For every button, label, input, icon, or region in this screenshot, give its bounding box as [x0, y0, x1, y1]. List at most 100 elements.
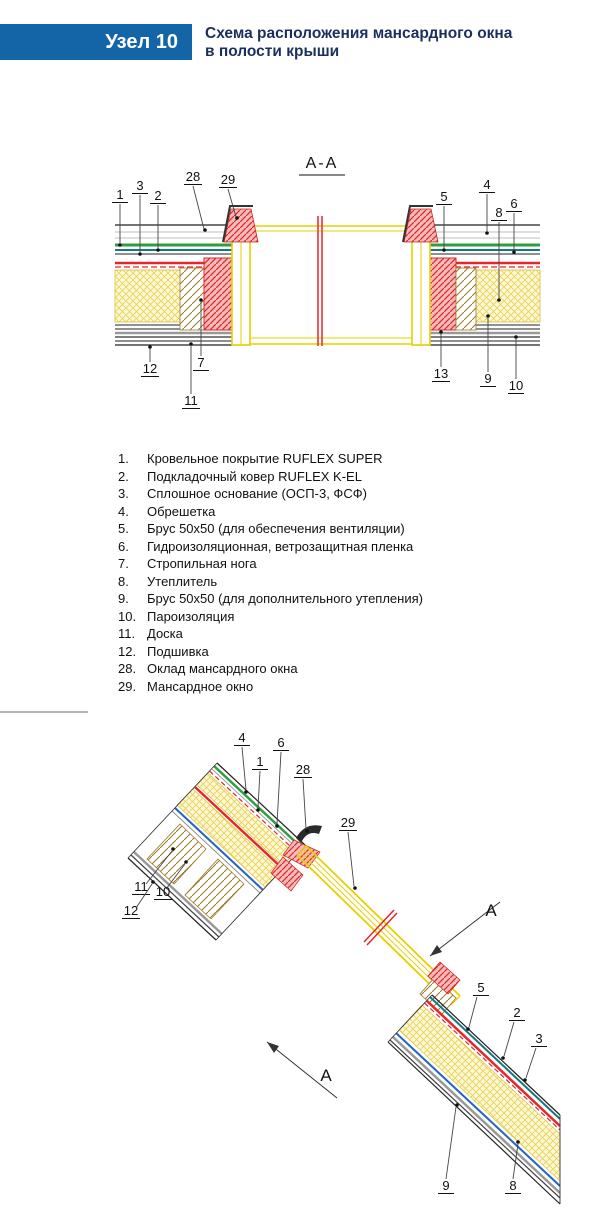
legend-item: 7. Стропильная нога: [118, 555, 488, 573]
legend-item: 2. Подкладочный ковер RUFLEX K-EL: [118, 468, 488, 486]
svg-text:28: 28: [186, 169, 200, 184]
callout-3: 3: [132, 178, 148, 256]
section-letter-top: А: [485, 901, 497, 920]
legend-item-text: Пароизоляция: [147, 608, 235, 624]
section-plane-ticks: [363, 909, 398, 946]
legend-item: 6. Гидроизоляционная, ветрозащитная плен…: [118, 538, 488, 556]
legend-item-text: Подшивка: [147, 643, 209, 659]
legend-item-num: 1.: [118, 451, 129, 466]
legend-item-num: 7.: [118, 556, 129, 571]
svg-text:9: 9: [442, 1178, 449, 1193]
callout-11: 11: [182, 342, 200, 409]
legend-item-text: Мансардное окно: [147, 678, 254, 694]
node-badge: Узел 10: [0, 24, 192, 60]
legend-item: 10. Пароизоляция: [118, 608, 488, 626]
legend-item-text: Доска: [147, 626, 183, 641]
callout-11: 11: [132, 847, 175, 895]
legend: 1. Кровельное покрытие RUFLEX SUPER 2. П…: [118, 450, 488, 695]
callout-7: 7: [193, 298, 209, 371]
legend-item-text: Обрешетка: [147, 503, 216, 519]
svg-text:4: 4: [238, 730, 245, 745]
callout-8: 8: [505, 1140, 521, 1194]
page-title-line1: Схема расположения мансардного окна: [205, 25, 513, 42]
callout-6: 6: [506, 196, 522, 254]
section-view-drawing: А-А: [112, 155, 541, 409]
section-arrow-top: А: [429, 901, 501, 957]
svg-text:6: 6: [510, 196, 517, 211]
legend-item-num: 8.: [118, 573, 129, 589]
node-badge-label: Узел 10: [105, 30, 178, 53]
callout-5: 5: [466, 980, 489, 1031]
slope-view-callouts: 4 6 1 28: [122, 730, 547, 1194]
section-arrow-bottom: А: [266, 1041, 338, 1099]
page-title-line2: в полости крыши: [205, 43, 340, 60]
svg-text:1: 1: [116, 187, 123, 202]
svg-text:2: 2: [154, 188, 161, 203]
legend-item: 5. Брус 50х50 (для обеспечения вентиляци…: [118, 520, 488, 538]
legend-item: 29. Мансардное окно: [118, 678, 488, 696]
callout-10: 10: [508, 335, 524, 394]
legend-item-num: 29.: [118, 678, 137, 694]
callout-13: 13: [432, 330, 450, 382]
legend-item-text: Брус 50х50 (для дополнительного утеплени…: [147, 591, 423, 606]
section-view-callouts: 1 3 2 28: [112, 169, 524, 409]
svg-text:28: 28: [296, 762, 310, 777]
legend-item-num: 11.: [118, 626, 136, 641]
section-letter-bottom: А: [320, 1066, 332, 1085]
legend-item: 11. Доска: [118, 625, 488, 643]
callout-12: 12: [141, 345, 159, 377]
legend-item-num: 2.: [118, 468, 129, 484]
legend-item: 3. Сплошное основание (ОСП-3, ФСФ): [118, 485, 488, 503]
svg-text:12: 12: [124, 903, 138, 918]
legend-item: 1. Кровельное покрытие RUFLEX SUPER: [118, 450, 488, 468]
callout-2: 2: [150, 188, 166, 252]
legend-item-text: Стропильная нога: [147, 556, 257, 571]
legend-item-text: Сплошное основание (ОСП-3, ФСФ): [147, 486, 367, 501]
svg-text:7: 7: [197, 355, 204, 370]
svg-text:13: 13: [434, 366, 448, 381]
window-frame: [231, 214, 431, 346]
callout-1: 1: [112, 187, 128, 247]
svg-text:6: 6: [277, 735, 284, 750]
legend-item-text: Подкладочный ковер RUFLEX K-EL: [147, 468, 362, 484]
svg-text:11: 11: [134, 879, 148, 894]
svg-text:11: 11: [184, 393, 198, 408]
legend-item-num: 28.: [118, 661, 137, 676]
callout-29: 29: [339, 815, 357, 890]
callout-5: 5: [436, 189, 452, 252]
legend-item: 28. Оклад мансардного окна: [118, 660, 488, 678]
legend-item-num: 10.: [118, 608, 137, 624]
legend-item-num: 9.: [118, 591, 129, 606]
svg-text:5: 5: [477, 980, 484, 995]
callout-1: 1: [252, 754, 268, 812]
legend-item-num: 5.: [118, 521, 129, 536]
section-plane-lines: [317, 216, 323, 346]
legend-item-num: 12.: [118, 643, 137, 659]
svg-text:8: 8: [509, 1178, 516, 1193]
jamb-right: [427, 257, 457, 331]
callout-2: 2: [501, 1005, 525, 1060]
legend-item-text: Оклад мансардного окна: [147, 661, 298, 676]
svg-text:9: 9: [484, 371, 491, 386]
lower-slab: [387, 961, 561, 1205]
callout-28: 28: [184, 169, 207, 232]
callout-12: 12: [122, 880, 155, 919]
callout-29: 29: [219, 172, 239, 220]
legend-item-num: 4.: [118, 503, 129, 519]
callout-9: 9: [438, 1103, 459, 1194]
callout-6: 6: [273, 735, 289, 828]
callout-3: 3: [523, 1031, 547, 1082]
svg-text:1: 1: [256, 754, 263, 769]
legend-item-num: 6.: [118, 538, 129, 554]
callout-28: 28: [294, 762, 312, 833]
svg-text:3: 3: [535, 1031, 542, 1046]
legend-item: 12. Подшивка: [118, 643, 488, 661]
svg-text:4: 4: [483, 177, 490, 192]
svg-text:8: 8: [495, 205, 502, 220]
svg-text:3: 3: [136, 178, 143, 193]
svg-text:5: 5: [440, 189, 447, 204]
legend-item-text: Гидроизоляционная, ветрозащитная пленка: [147, 538, 414, 554]
svg-text:10: 10: [509, 378, 523, 393]
